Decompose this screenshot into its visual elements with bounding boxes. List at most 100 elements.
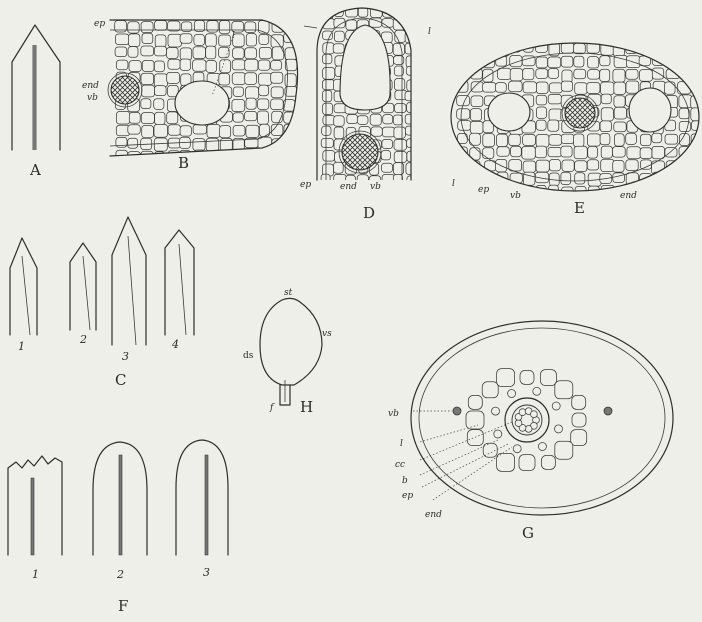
tissue-cell (587, 160, 598, 170)
tissue-cell (471, 82, 483, 92)
tissue-cell (142, 126, 154, 138)
tissue-cell (334, 116, 345, 127)
tissue-cell (471, 174, 481, 184)
figure-f-leaf-tips (8, 440, 228, 555)
tissue-cell (614, 122, 626, 132)
label-e: E (574, 199, 585, 217)
tissue-cell (471, 96, 483, 107)
tissue-cell (600, 56, 610, 66)
tissue-cell (536, 95, 547, 105)
tissue-cell (691, 108, 702, 121)
tissue-cell (193, 139, 205, 151)
tissue-cell (470, 161, 480, 173)
label-c-1: 1 (18, 340, 25, 353)
tissue-cell (678, 43, 691, 52)
label-b-l: l (232, 31, 235, 41)
air-lacuna (175, 81, 229, 125)
tissue-cell (180, 126, 191, 136)
tissue-cell (142, 60, 154, 71)
tissue-cell (193, 60, 207, 71)
tissue-cell (652, 42, 665, 55)
tissue-cell (549, 185, 559, 198)
label-g-cc: cc (395, 460, 405, 470)
tissue-cell (536, 120, 546, 130)
tissue-cell (679, 121, 691, 131)
label-g-ep: ep (402, 491, 413, 501)
label-e-l: l (452, 179, 455, 189)
tissue-cell (692, 82, 702, 93)
tissue-cell (666, 185, 678, 196)
tissue-cell (141, 22, 153, 33)
tissue-cell (115, 34, 128, 45)
label-c-3: 3 (122, 350, 129, 363)
tissue-cell (588, 57, 599, 68)
tissue-cell (272, 139, 285, 149)
tissue-cell (357, 116, 368, 125)
tissue-cell (574, 69, 586, 79)
tissue-cell (347, 115, 358, 124)
tissue-cell (405, 8, 417, 19)
lacuna-cell (571, 430, 587, 446)
tissue-cell (523, 82, 537, 93)
tissue-cell (613, 147, 626, 158)
tissue-cell (233, 150, 247, 160)
tissue-cell (626, 81, 639, 93)
lacuna-cell (482, 382, 498, 398)
tissue-cell (258, 111, 269, 124)
tissue-cell (667, 173, 678, 185)
tissue-cell (600, 134, 610, 145)
label-a: A (29, 161, 41, 179)
lacuna-cell (540, 370, 556, 386)
tissue-cell (575, 161, 587, 172)
tissue-cell (141, 113, 154, 124)
tissue-cell (535, 146, 546, 158)
tissue-cell (394, 139, 407, 150)
tissue-cell (548, 57, 561, 68)
tissue-cell (510, 69, 523, 81)
tissue-cell (370, 114, 381, 125)
tissue-cell (381, 151, 390, 160)
tissue-cell (692, 147, 702, 160)
tissue-cell (206, 34, 217, 47)
lacuna-cell (520, 370, 534, 384)
tissue-cell (298, 33, 310, 46)
tissue-cell (536, 107, 546, 118)
core-cell (519, 409, 526, 416)
tissue-cell (407, 80, 419, 91)
label-f-2: 2 (116, 568, 124, 581)
tissue-cell (285, 74, 296, 87)
label-e-end: end (620, 191, 637, 201)
tissue-cell (470, 57, 481, 67)
tissue-cell (323, 90, 332, 101)
tissue-cell (246, 125, 259, 137)
tissue-cell (346, 20, 357, 30)
vascular-bundle (111, 76, 139, 104)
tissue-cell (333, 44, 344, 53)
tissue-cell (298, 112, 308, 124)
tissue-cell (285, 137, 295, 147)
lacuna-cell (533, 387, 541, 395)
tissue-cell (155, 86, 167, 96)
tissue-cell (245, 48, 257, 59)
tissue-cell (523, 172, 535, 185)
tissue-cell (219, 73, 230, 85)
tissue-cell (549, 135, 562, 146)
tissue-cell (259, 73, 272, 85)
tissue-cell (232, 73, 246, 85)
label-e-vb: vb (510, 191, 521, 201)
tissue-cell (614, 134, 624, 146)
tissue-cell (394, 127, 406, 138)
tissue-cell (405, 91, 415, 100)
tissue-cell (679, 56, 693, 69)
tissue-cell (600, 69, 610, 81)
tissue-cell (523, 68, 534, 79)
label-b-vb: vb (87, 93, 98, 103)
tissue-cell (271, 99, 284, 110)
tissue-cell (271, 72, 283, 83)
label-f: F (118, 597, 128, 615)
tissue-cell (382, 174, 395, 183)
lacuna-cell (552, 402, 560, 410)
label-c-4: 4 (171, 338, 179, 351)
tissue-cell (613, 69, 625, 82)
core-cell (531, 411, 538, 418)
